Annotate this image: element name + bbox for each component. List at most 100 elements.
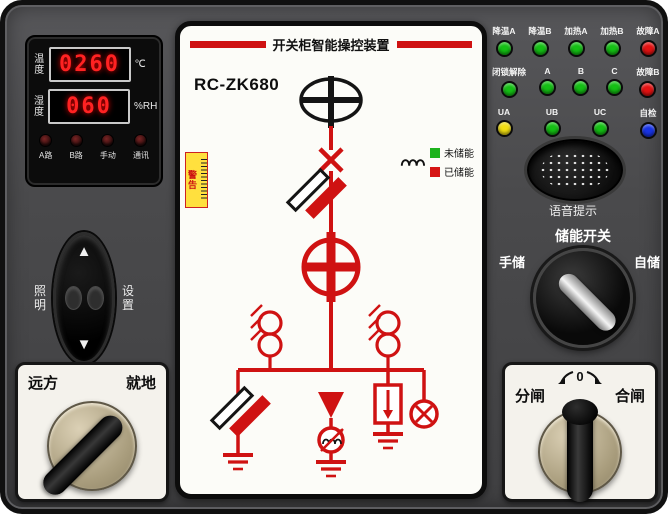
led-row-3: UA UB UC 自检	[492, 107, 660, 139]
nav-oval: ▲ ▼	[53, 232, 115, 364]
key-manual-led	[101, 134, 115, 147]
warning-text: 警告	[187, 170, 197, 190]
indicator-lamp-symbol	[409, 370, 439, 429]
key-a-route-label: A路	[39, 151, 53, 160]
led-phase-a: A	[536, 66, 560, 98]
legend-not-charged: 未储能	[430, 145, 474, 160]
transformer-left-symbol	[249, 303, 283, 372]
cooling-a-led	[495, 40, 513, 57]
nav-center-buttons	[64, 286, 104, 310]
down-arrow-button[interactable]: ▼	[76, 336, 92, 353]
nav-pad: 照明 ▲ ▼ 设置	[21, 227, 147, 369]
temperature-display: 0260	[48, 47, 131, 82]
zero-label: 0	[576, 369, 583, 384]
humidity-label: 湿度	[34, 95, 44, 118]
led-row-2: 闭锁解除 A B C 故障B	[492, 66, 660, 98]
open-close-key-handle[interactable]	[567, 402, 593, 502]
warning-fine-print	[201, 159, 207, 201]
screen-title: 开关柜智能操控装置	[272, 38, 390, 53]
earthing-switch-symbol	[210, 370, 271, 471]
fuse-cross-symbol	[318, 147, 344, 173]
charge-switch-knob[interactable]	[533, 248, 633, 348]
led-indicator-grid: 降温A 降温B 加热A 加热B 故障A 闭锁解除	[492, 25, 660, 139]
voice-prompt-label: 语音提示	[548, 204, 597, 218]
fault-a-led	[639, 40, 657, 57]
up-arrow-button[interactable]: ▲	[76, 243, 92, 260]
legend-not-charged-swatch	[430, 147, 440, 158]
led-fault-a: 故障A	[636, 25, 660, 57]
remote-local-knob[interactable]	[38, 401, 137, 500]
upper-disconnector-symbol	[286, 168, 347, 219]
key-a-route[interactable]: A路	[39, 134, 52, 161]
legend-not-charged-label: 未储能	[444, 149, 474, 160]
surge-arrester-symbol	[371, 370, 405, 450]
meter-key-row: A路 B路 手动 通讯	[34, 134, 154, 161]
charge-state-legend: 未储能 已储能	[399, 145, 474, 179]
humidity-display: 060	[48, 89, 130, 124]
temperature-unit: ℃	[134, 59, 146, 70]
humidity-row: 湿度 060 %RH	[34, 89, 158, 124]
title-bar-left	[190, 41, 266, 48]
remote-label: 远方	[28, 375, 59, 392]
warning-sticker: 警告	[185, 152, 208, 208]
circuit-breaker-symbol	[301, 232, 361, 302]
heating-b-led	[603, 40, 621, 57]
legend-charged-swatch	[430, 166, 440, 177]
speaker-dots	[541, 150, 609, 190]
key-b-route-label: B路	[69, 151, 83, 160]
led-heating-a: 加热A	[564, 25, 588, 57]
speaker-grille	[527, 139, 623, 201]
led-heating-b: 加热B	[600, 25, 624, 57]
key-b-route-led	[69, 134, 83, 147]
uc-led	[591, 120, 609, 137]
title-bar-right	[396, 41, 473, 48]
temperature-row: 温度 0260 ℃	[34, 47, 154, 82]
led-selfcheck: 自检	[636, 107, 660, 139]
led-row-1: 降温A 降温B 加热A 加热B 故障A	[492, 25, 660, 57]
spring-icon	[400, 159, 425, 166]
led-phase-b: B	[569, 66, 593, 98]
led-fault-b: 故障B	[636, 66, 660, 98]
busbar-breaker-symbol	[299, 76, 363, 128]
remote-local-knob-handle[interactable]	[38, 410, 128, 500]
led-interlock-release: 闭锁解除	[492, 66, 526, 98]
close-label: 合闸	[614, 388, 645, 405]
lighting-button-label[interactable]: 照明	[33, 284, 46, 312]
remote-local-switch-panel: 远方 就地	[15, 362, 169, 502]
led-ub: UB	[540, 107, 564, 139]
fault-b-led	[639, 81, 657, 98]
open-close-knob[interactable]	[538, 402, 622, 502]
led-ua: UA	[492, 107, 516, 139]
mimic-screen: 开关柜智能操控装置 RC-ZK680 警告 未储能 已储能	[175, 21, 487, 499]
transformer-right-symbol	[367, 303, 401, 372]
nav-right-bump-button[interactable]	[86, 286, 104, 310]
screen-title-bar: 开关柜智能操控装置	[190, 35, 473, 54]
led-cooling-a: 降温A	[492, 25, 516, 57]
zero-position-indicator: 0	[505, 365, 655, 385]
charge-switch-handle[interactable]	[554, 269, 620, 335]
phase-b-led	[572, 79, 590, 96]
legend-charged-label: 已储能	[444, 168, 474, 179]
heating-a-led	[567, 40, 585, 57]
key-comm[interactable]: 通讯	[133, 134, 149, 161]
manual-charge-label: 手储	[499, 255, 526, 270]
humidity-unit: %RH	[134, 101, 158, 112]
selfcheck-led	[639, 122, 657, 139]
settings-button-label[interactable]: 设置	[121, 284, 134, 312]
key-b-route[interactable]: B路	[69, 134, 83, 161]
key-manual-label: 手动	[99, 151, 116, 160]
temp-humidity-module: 温度 0260 ℃ 湿度 060 %RH A路 B路 手动 通讯	[25, 35, 163, 187]
phase-a-led	[539, 79, 556, 96]
charge-switch-title: 储能开关	[555, 228, 611, 244]
key-manual[interactable]: 手动	[100, 134, 116, 161]
ua-led	[495, 120, 513, 137]
cable-feeder-symbol	[314, 392, 348, 478]
single-line-diagram	[210, 76, 439, 478]
led-cooling-b: 降温B	[528, 25, 552, 57]
nav-left-bump-button[interactable]	[64, 286, 82, 310]
led-phase-c: C	[602, 66, 626, 98]
rotation-arc-icon: 0	[558, 369, 602, 384]
cooling-b-led	[531, 40, 549, 57]
key-comm-led	[134, 134, 148, 147]
